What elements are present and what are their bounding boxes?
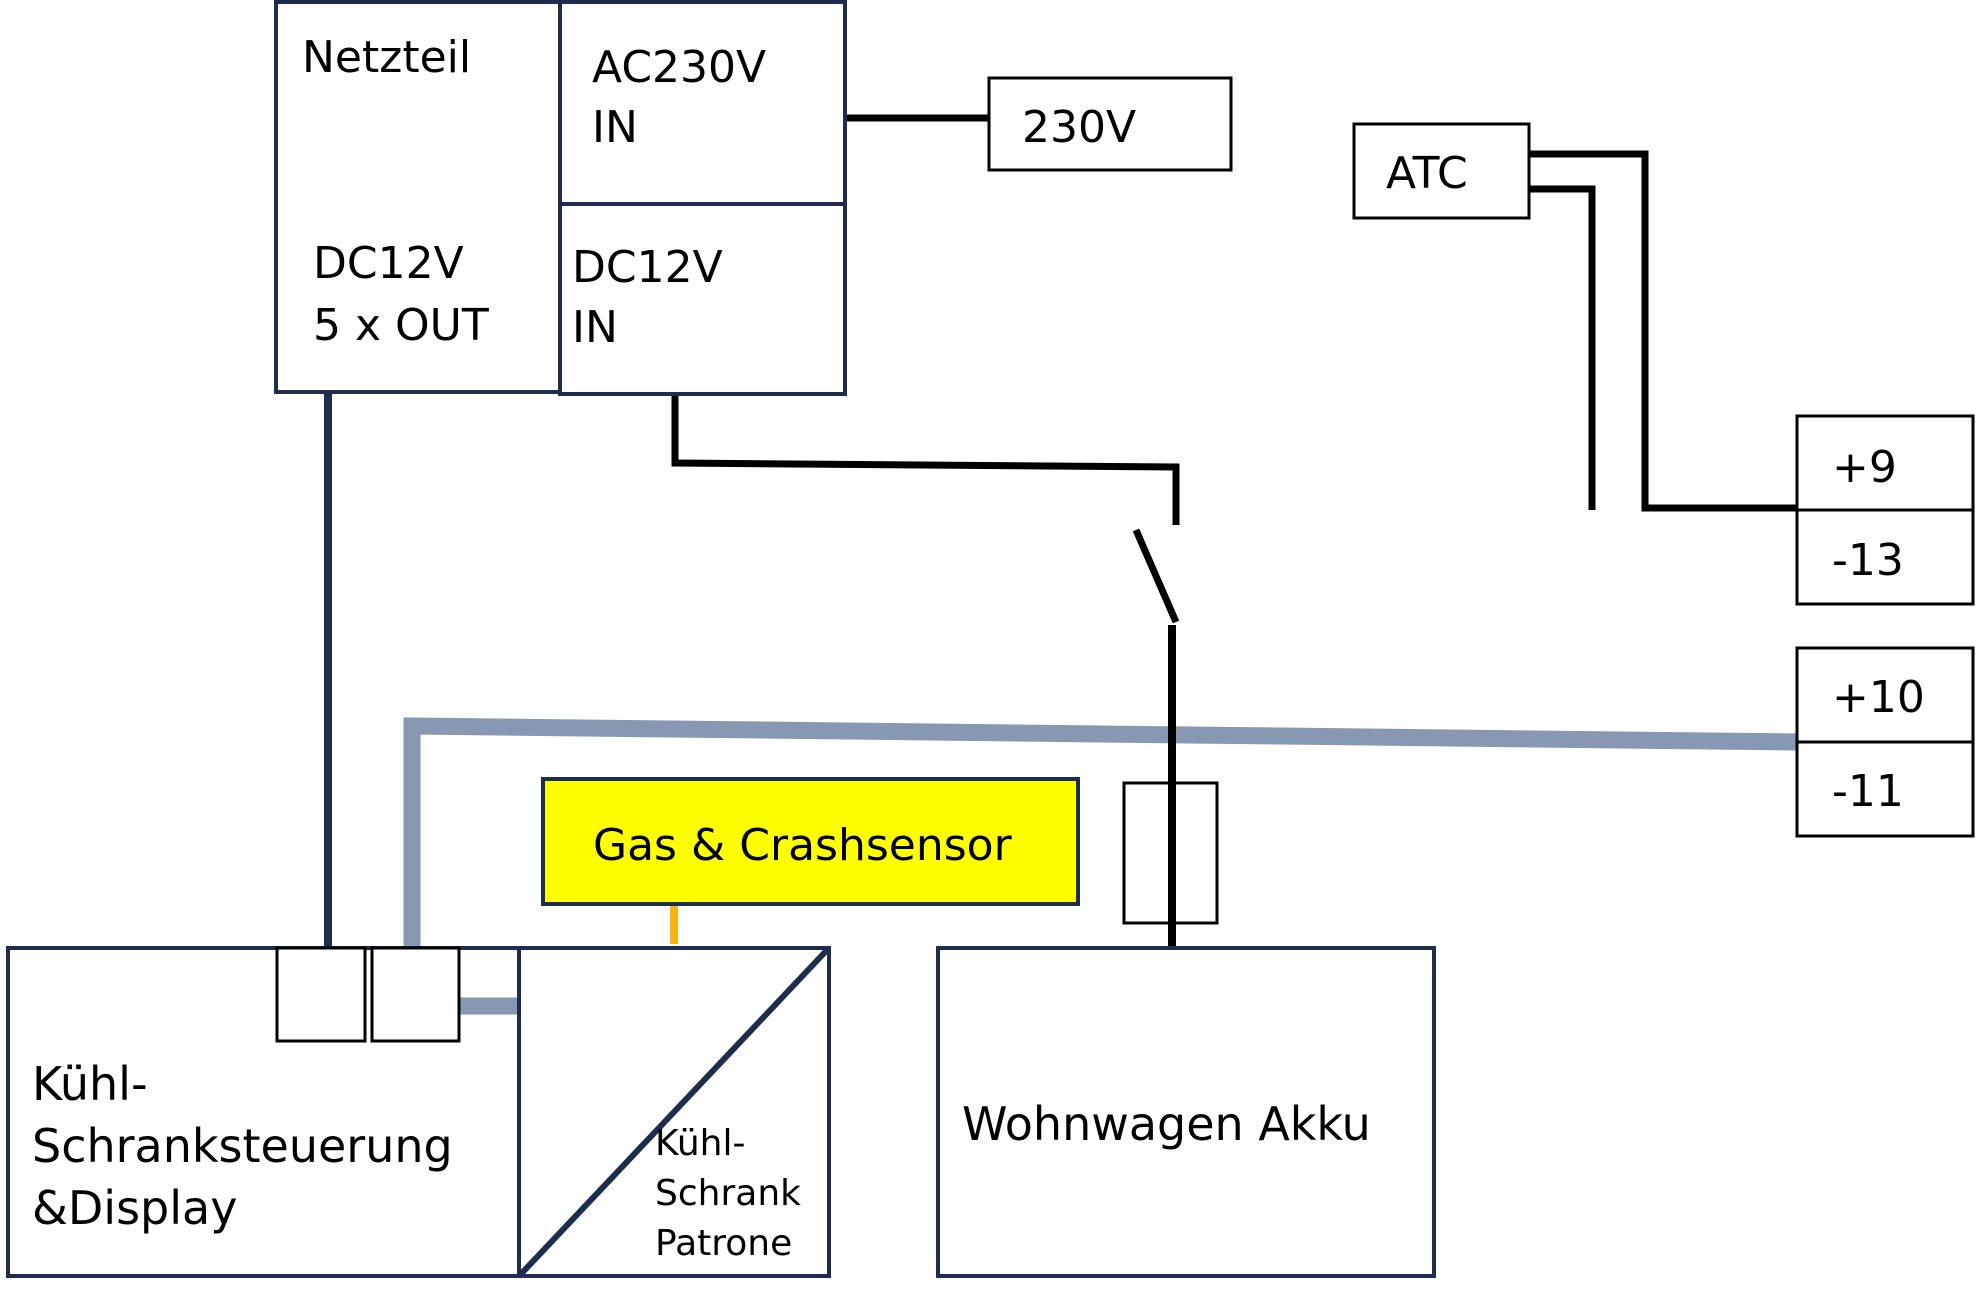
cartridge-diagonal <box>518 947 830 1277</box>
terminal-plus-10: +10 <box>1832 672 1925 723</box>
cartridge-box: Kühl- Schrank Patrone <box>517 946 831 1278</box>
dc-out-label-2: 5 x OUT <box>313 300 489 351</box>
ac-in-label-1: AC230V <box>592 42 766 93</box>
power-supply: Netzteil DC12V 5 x OUT AC230V IN DC12V I… <box>274 0 847 396</box>
terminal-block-bottom: +10 -11 <box>1795 646 1975 838</box>
power-supply-title: Netzteil <box>302 32 471 83</box>
atc-wire-1 <box>1529 150 1797 512</box>
controller-connector-2 <box>370 946 461 1043</box>
sensor-label: Gas & Crashsensor <box>593 820 1013 871</box>
cartridge-label-3: Patrone <box>655 1223 792 1264</box>
terminal-plus-9: +9 <box>1832 442 1897 493</box>
battery-label: Wohnwagen Akku <box>962 1097 1371 1151</box>
atc-box: ATC <box>1352 122 1531 220</box>
controller-connector-1 <box>275 946 367 1043</box>
terminal-minus-11: -11 <box>1832 766 1904 817</box>
dc-in-box <box>558 202 847 396</box>
cartridge-label-1: Kühl- <box>655 1123 745 1164</box>
switch-blade <box>1132 528 1180 624</box>
dc-in-wire <box>671 394 1180 525</box>
atc-wire-2 <box>1529 185 1596 510</box>
controller-label-1: Kühl- <box>32 1057 148 1111</box>
mains-label: 230V <box>1022 102 1136 153</box>
dc-in-label-2: IN <box>572 302 618 353</box>
signal-wire-blue <box>403 717 1798 946</box>
dc-out-label-1: DC12V <box>313 238 464 289</box>
fuse <box>1122 781 1219 925</box>
cartridge-label-2: Schrank <box>655 1173 801 1214</box>
dc-in-label-1: DC12V <box>572 242 723 293</box>
terminal-minus-13: -13 <box>1832 535 1904 586</box>
battery-box: Wohnwagen Akku <box>936 946 1436 1278</box>
terminal-block-top: +9 -13 <box>1795 414 1975 606</box>
controller-label-3: &Display <box>32 1181 237 1235</box>
sensor-box: Gas & Crashsensor <box>541 777 1080 906</box>
controller-label-2: Schranksteuerung <box>32 1119 453 1173</box>
atc-label: ATC <box>1386 148 1468 199</box>
ac-in-label-2: IN <box>592 102 638 153</box>
mains-box: 230V <box>987 76 1233 172</box>
